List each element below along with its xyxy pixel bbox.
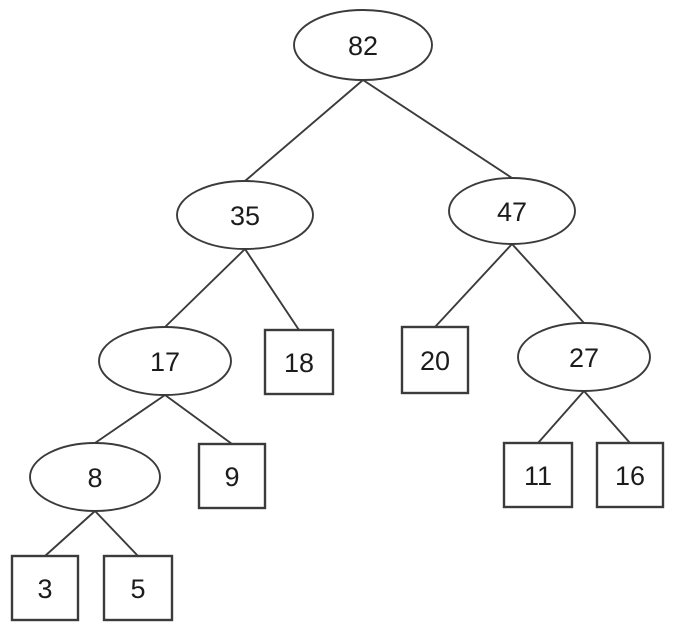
node-shape-rect-5[interactable] bbox=[102, 554, 174, 622]
node-label-8: 8 bbox=[87, 463, 102, 493]
node-label-27: 27 bbox=[569, 343, 599, 373]
node-label-20: 20 bbox=[420, 346, 450, 376]
tree-edge-27-11 bbox=[537, 390, 585, 444]
tree-node-35[interactable]: 35 bbox=[176, 180, 314, 250]
node-shape-rect-11[interactable] bbox=[502, 441, 574, 509]
node-label-3: 3 bbox=[37, 574, 52, 604]
tree-edge-35-17 bbox=[164, 248, 246, 328]
node-shape-ellipse-8[interactable] bbox=[29, 442, 161, 512]
node-label-35: 35 bbox=[230, 201, 260, 231]
node-shape-rect-16[interactable] bbox=[595, 441, 665, 509]
tree-node-3[interactable]: 3 bbox=[10, 554, 80, 622]
tree-edge-8-5 bbox=[94, 510, 139, 557]
node-label-16: 16 bbox=[615, 461, 645, 491]
node-shape-ellipse-82[interactable] bbox=[293, 9, 433, 81]
node-label-47: 47 bbox=[497, 197, 527, 227]
node-shape-rect-3[interactable] bbox=[10, 554, 80, 622]
node-label-5: 5 bbox=[130, 574, 145, 604]
tree-node-9[interactable]: 9 bbox=[197, 442, 267, 510]
tree-edge-8-3 bbox=[44, 510, 96, 557]
tree-node-5[interactable]: 5 bbox=[102, 554, 174, 622]
tree-edge-82-35 bbox=[244, 79, 364, 182]
node-shape-rect-20[interactable] bbox=[400, 325, 470, 395]
tree-node-17[interactable]: 17 bbox=[98, 326, 232, 396]
node-label-11: 11 bbox=[524, 461, 552, 491]
node-shape-ellipse-47[interactable] bbox=[448, 177, 576, 245]
tree-node-27[interactable]: 27 bbox=[517, 322, 651, 392]
tree-node-47[interactable]: 47 bbox=[448, 177, 576, 245]
node-shape-ellipse-17[interactable] bbox=[98, 326, 232, 396]
tree-edge-27-16 bbox=[583, 390, 631, 444]
tree-edge-47-27 bbox=[511, 243, 585, 324]
node-shape-rect-18[interactable] bbox=[263, 328, 335, 396]
node-label-82: 82 bbox=[348, 31, 378, 61]
node-shape-ellipse-27[interactable] bbox=[517, 322, 651, 392]
node-label-18: 18 bbox=[284, 348, 314, 378]
node-shape-ellipse-35[interactable] bbox=[176, 180, 314, 250]
tree-node-16[interactable]: 16 bbox=[595, 441, 665, 509]
tree-edge-35-18 bbox=[244, 248, 300, 331]
node-shape-rect-9[interactable] bbox=[197, 442, 267, 510]
tree-node-18[interactable]: 18 bbox=[263, 328, 335, 396]
tree-node-8[interactable]: 8 bbox=[29, 442, 161, 512]
node-label-17: 17 bbox=[150, 347, 180, 377]
tree-edge-82-47 bbox=[362, 79, 513, 179]
tree-node-20[interactable]: 20 bbox=[400, 325, 470, 395]
tree-node-11[interactable]: 11 bbox=[502, 441, 574, 509]
node-label-9: 9 bbox=[224, 462, 239, 492]
edges-layer bbox=[44, 79, 631, 557]
tree-edge-47-20 bbox=[434, 243, 513, 328]
tree-edge-17-8 bbox=[94, 394, 166, 444]
tree-node-82[interactable]: 82 bbox=[293, 9, 433, 81]
tree-edge-17-9 bbox=[164, 394, 233, 445]
